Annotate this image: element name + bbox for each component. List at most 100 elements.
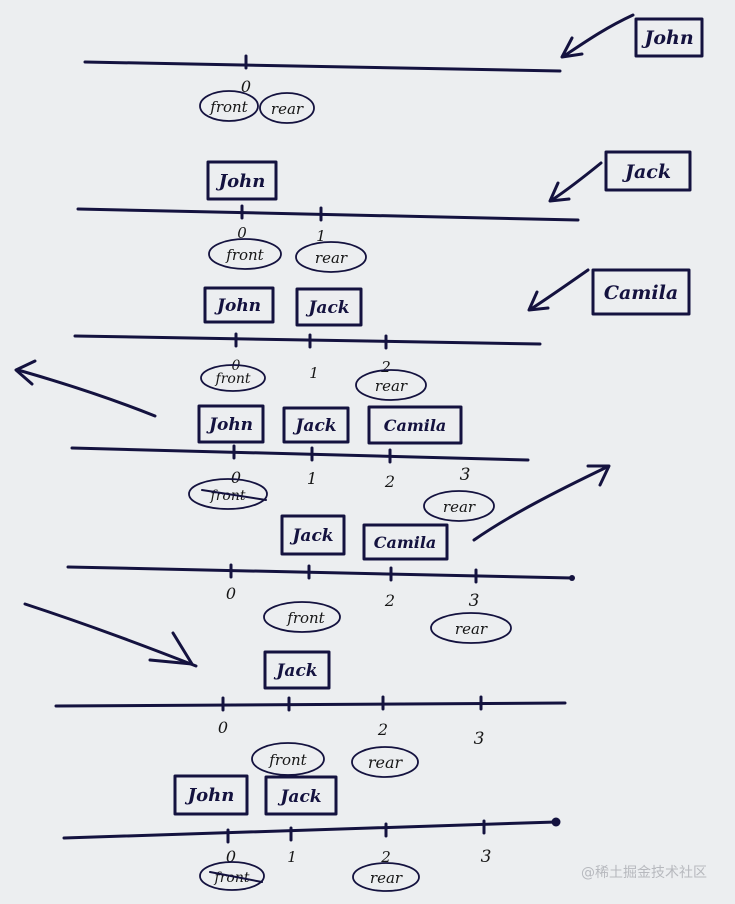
svg-text:3: 3 [481, 847, 492, 867]
svg-text:0: 0 [226, 847, 236, 866]
row-1: John 0 front rear [83, 13, 704, 124]
svg-text:1: 1 [309, 364, 319, 382]
svg-text:2: 2 [384, 472, 395, 491]
svg-text:rear: rear [368, 753, 404, 772]
front-pointer: front [199, 861, 265, 891]
john-box: John [203, 286, 275, 324]
rear-pointer: rear [352, 862, 420, 892]
array-line [83, 60, 562, 73]
rear-pointer: rear [430, 612, 512, 644]
rear-pointer: rear [351, 746, 419, 778]
incoming-john-box: John [634, 17, 704, 58]
incoming-arrow-head [527, 290, 550, 312]
svg-text:Camila: Camila [374, 533, 437, 552]
svg-text:Camila: Camila [384, 416, 447, 435]
rear-pointer: rear [295, 241, 367, 273]
svg-text:John: John [185, 785, 235, 806]
svg-text:front: front [286, 609, 325, 627]
incoming-arrow [529, 268, 590, 311]
index-0: 0 [241, 77, 251, 96]
svg-text:Jack: Jack [305, 298, 349, 318]
incoming-arrow [550, 161, 603, 202]
row-4: John Jack Camila 0 1 2 3 front rear [70, 404, 530, 522]
svg-text:3: 3 [474, 729, 485, 749]
row-7: John Jack 0 1 2 3 front rear [62, 774, 561, 892]
array-line [54, 701, 567, 708]
svg-text:John: John [206, 415, 253, 435]
john-box: John [197, 404, 265, 444]
svg-text:1: 1 [316, 227, 326, 245]
jack-box: Jack [282, 406, 350, 444]
svg-text:Camila: Camila [604, 282, 678, 304]
svg-text:Jack: Jack [277, 787, 321, 807]
svg-text:0: 0 [232, 358, 241, 374]
shift-arrow [23, 602, 198, 668]
row-5: Jack Camila 0 2 3 front rear [66, 514, 575, 644]
svg-text:Jack: Jack [273, 661, 317, 681]
front-pointer: front [200, 364, 266, 392]
svg-text:front: front [215, 371, 251, 387]
front-pointer: front [208, 238, 282, 270]
box-label: John [641, 27, 693, 49]
svg-text:3: 3 [469, 591, 480, 611]
camila-box: Camila [367, 405, 463, 445]
incoming-camila-box: Camila [591, 268, 691, 316]
incoming-arrow-head [560, 36, 584, 59]
dequeue-arrow-left [14, 359, 157, 418]
svg-text:2: 2 [380, 358, 391, 376]
jack-box: Jack [263, 650, 331, 690]
incoming-jack-box: Jack [604, 150, 692, 192]
svg-text:John: John [216, 171, 266, 192]
array-end-dot [551, 817, 561, 827]
svg-text:2: 2 [384, 591, 395, 610]
svg-text:rear: rear [443, 498, 476, 516]
svg-text:front: front [268, 751, 307, 769]
row-6: Jack 0 2 3 front rear [54, 650, 567, 778]
svg-text:rear: rear [455, 620, 488, 638]
rear-pointer: rear [355, 369, 427, 401]
jack-box: Jack [264, 775, 338, 816]
jack-box: Jack [295, 287, 363, 327]
svg-text:1: 1 [287, 848, 297, 866]
return-arrow-right [472, 464, 611, 542]
jack-box: Jack [280, 514, 346, 556]
rear-pointer: rear [423, 490, 495, 522]
array-line [76, 207, 580, 222]
svg-text:John: John [214, 296, 261, 316]
front-pointer: front [199, 90, 259, 122]
svg-text:2: 2 [377, 720, 388, 739]
array-line [70, 446, 530, 462]
row-2: John Jack 0 1 front rear [76, 150, 692, 273]
rear-pointer: rear [259, 92, 315, 124]
svg-text:rear: rear [315, 249, 348, 267]
array-line [62, 820, 558, 840]
camila-box: Camila [362, 523, 449, 561]
svg-text:0: 0 [218, 718, 228, 737]
svg-text:0: 0 [237, 224, 247, 242]
svg-text:front: front [225, 246, 264, 264]
john-box: John [173, 774, 249, 816]
svg-text:0: 0 [231, 468, 241, 487]
svg-text:0: 0 [226, 584, 236, 603]
front-pointer: front [263, 601, 341, 633]
front-pointer: front [251, 742, 325, 776]
svg-text:rear: rear [375, 377, 408, 395]
svg-text:1: 1 [307, 469, 317, 488]
incoming-arrow-head [548, 181, 571, 203]
watermark: @稀土掘金技术社区 [581, 865, 707, 881]
svg-text:2: 2 [380, 848, 391, 866]
john-box: John [206, 160, 278, 201]
svg-text:front: front [209, 98, 248, 116]
svg-text:rear: rear [271, 100, 304, 118]
array-line [66, 565, 574, 580]
array-end-dot [569, 575, 575, 581]
incoming-arrow [562, 13, 635, 58]
svg-text:3: 3 [460, 465, 471, 485]
front-pointer: front [188, 478, 268, 510]
svg-text:Jack: Jack [289, 526, 333, 546]
svg-text:rear: rear [370, 869, 403, 887]
array-line [73, 334, 542, 346]
svg-text:Jack: Jack [292, 416, 336, 436]
row-3: John Jack Camila 0 1 2 front rear [73, 268, 691, 401]
